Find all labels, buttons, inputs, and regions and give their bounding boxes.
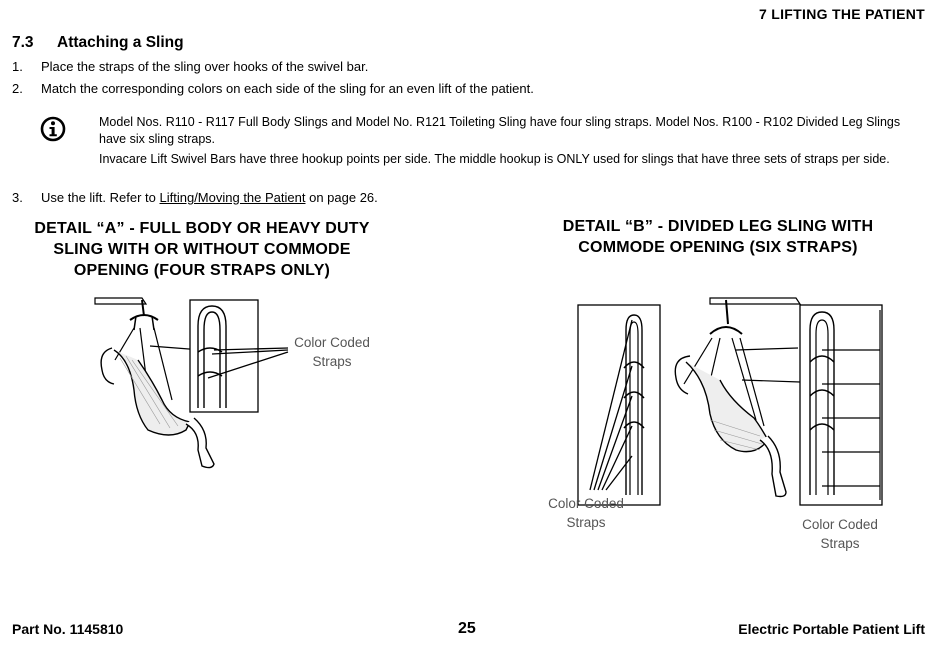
detail-a-title-line: DETAIL “A” - FULL BODY OR HEAVY DUTY (34, 220, 370, 237)
callout-line: Straps (820, 536, 860, 551)
detail-a-title: DETAIL “A” - FULL BODY OR HEAVY DUTY SLI… (10, 218, 394, 281)
step-number: 1. (12, 59, 23, 74)
callout-line: Color Coded (548, 496, 624, 511)
footer-page-number: 25 (458, 620, 476, 637)
detail-b-title-line: COMMODE OPENING (SIX STRAPS) (578, 239, 858, 256)
step-number: 2. (12, 81, 23, 96)
footer-part-number: Part No. 1145810 (12, 621, 124, 637)
chapter-header: 7 LIFTING THE PATIENT (758, 6, 925, 22)
step-text: Use the lift. Refer to Lifting/Moving th… (41, 190, 378, 206)
detail-b-title-line: DETAIL “B” - DIVIDED LEG SLING WITH (562, 218, 874, 235)
detail-a-title-line: SLING WITH OR WITHOUT COMMODE (53, 241, 351, 258)
step-text-prefix: Use the lift. Refer to (41, 190, 160, 205)
callout-line: Color Coded (802, 517, 878, 532)
step-text-suffix: on page 26. (305, 190, 378, 205)
callout-line: Straps (566, 515, 606, 530)
step-text: Place the straps of the sling over hooks… (41, 59, 369, 74)
detail-b-callout-right: Color Coded Straps (790, 515, 890, 553)
step-text: Match the corresponding colors on each s… (41, 81, 534, 96)
detail-b-illustration (577, 297, 883, 506)
callout-line: Color Coded (294, 335, 370, 350)
note-text: Invacare Lift Swivel Bars have three hoo… (99, 152, 890, 166)
callout-line: Straps (312, 354, 352, 369)
detail-a-callout: Color Coded Straps (282, 333, 382, 371)
info-icon (40, 116, 66, 142)
page-reference-link[interactable]: Lifting/Moving the Patient (159, 190, 306, 205)
note-text: Model Nos. R110 - R117 Full Body Slings … (99, 115, 901, 146)
detail-a-title-line: OPENING (FOUR STRAPS ONLY) (73, 262, 331, 279)
section-number: 7.3 (12, 34, 34, 51)
detail-a-illustration (94, 297, 289, 469)
detail-b-callout-left: Color Coded Straps (536, 494, 636, 532)
step-number: 3. (12, 190, 23, 205)
footer-product: Electric Portable Patient Lift (738, 621, 925, 637)
section-title: Attaching a Sling (57, 34, 184, 51)
detail-b-title: DETAIL “B” - DIVIDED LEG SLING WITH COMM… (528, 216, 908, 258)
